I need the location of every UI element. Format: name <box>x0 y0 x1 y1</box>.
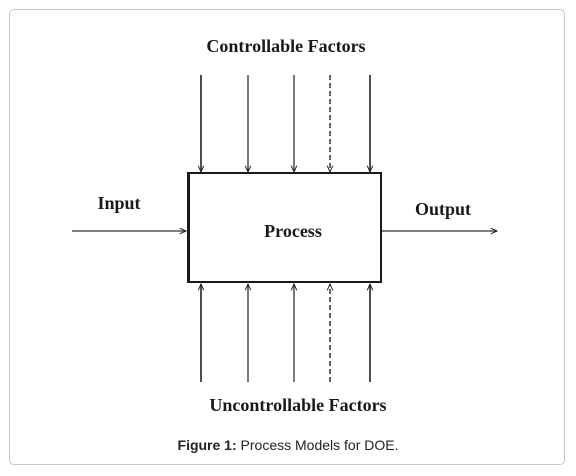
process-label: Process <box>264 221 322 241</box>
controllable-factors-label: Controllable Factors <box>206 36 365 56</box>
figure-caption: Figure 1: Process Models for DOE. <box>0 437 576 453</box>
caption-text: Process Models for DOE. <box>236 437 399 453</box>
uncontrollable-factor-arrows <box>201 284 370 382</box>
caption-prefix: Figure 1: <box>177 437 237 453</box>
controllable-factor-arrows <box>201 75 370 172</box>
uncontrollable-factors-label: Uncontrollable Factors <box>209 395 386 415</box>
input-label: Input <box>97 193 140 213</box>
output-label: Output <box>415 199 471 219</box>
